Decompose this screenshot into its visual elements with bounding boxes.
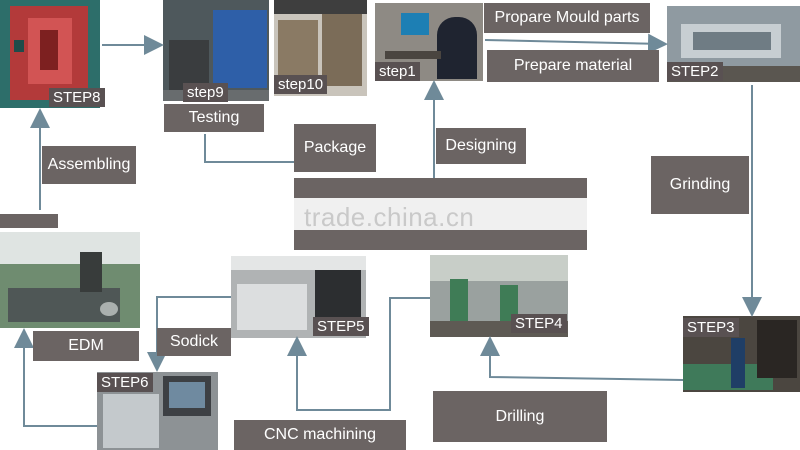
arrow-step6-to-edm (13, 328, 97, 427)
step6-tag: STEP6 (97, 373, 153, 392)
package-label: Package (294, 124, 376, 172)
arrow-step3-to-step4 (480, 336, 684, 381)
step4-tag: STEP4 (511, 314, 567, 333)
arrow-step1-to-step2 (484, 33, 668, 54)
drilling-label: Drilling (433, 391, 607, 442)
propare-mould-parts-label: Propare Mould parts (484, 3, 650, 33)
sodick-label: Sodick (157, 328, 231, 356)
step6-sodick-photo (97, 372, 218, 450)
step8-tag: STEP8 (49, 88, 105, 107)
left-divider (0, 214, 58, 228)
cnc-machining-label: CNC machining (234, 420, 406, 450)
arrow-package-to-testing (204, 134, 294, 163)
step8-mould-photo (0, 0, 100, 108)
prepare-material-label: Prepare material (487, 50, 659, 82)
step1-tag: step1 (375, 62, 420, 81)
testing-label: Testing (164, 104, 264, 132)
grinding-label: Grinding (651, 156, 749, 214)
step10-tag: step10 (274, 75, 328, 94)
edm-label: EDM (33, 331, 139, 361)
step2-tag: STEP2 (667, 62, 723, 81)
designing-label: Designing (436, 128, 526, 164)
watermark-bar-bottom (294, 230, 587, 250)
step3-grinding-photo (683, 316, 800, 392)
watermark-bar (294, 178, 587, 198)
edm-photo (0, 232, 140, 328)
step1-designing-photo (375, 3, 483, 81)
assembling-label: Assembling (42, 146, 136, 184)
watermark-text: trade.china.cn (304, 202, 475, 232)
arrow-step4-to-step5 (287, 297, 430, 411)
step5-tag: STEP5 (313, 317, 369, 336)
step9-tag: step9 (183, 83, 228, 102)
step3-tag: STEP3 (683, 318, 739, 337)
